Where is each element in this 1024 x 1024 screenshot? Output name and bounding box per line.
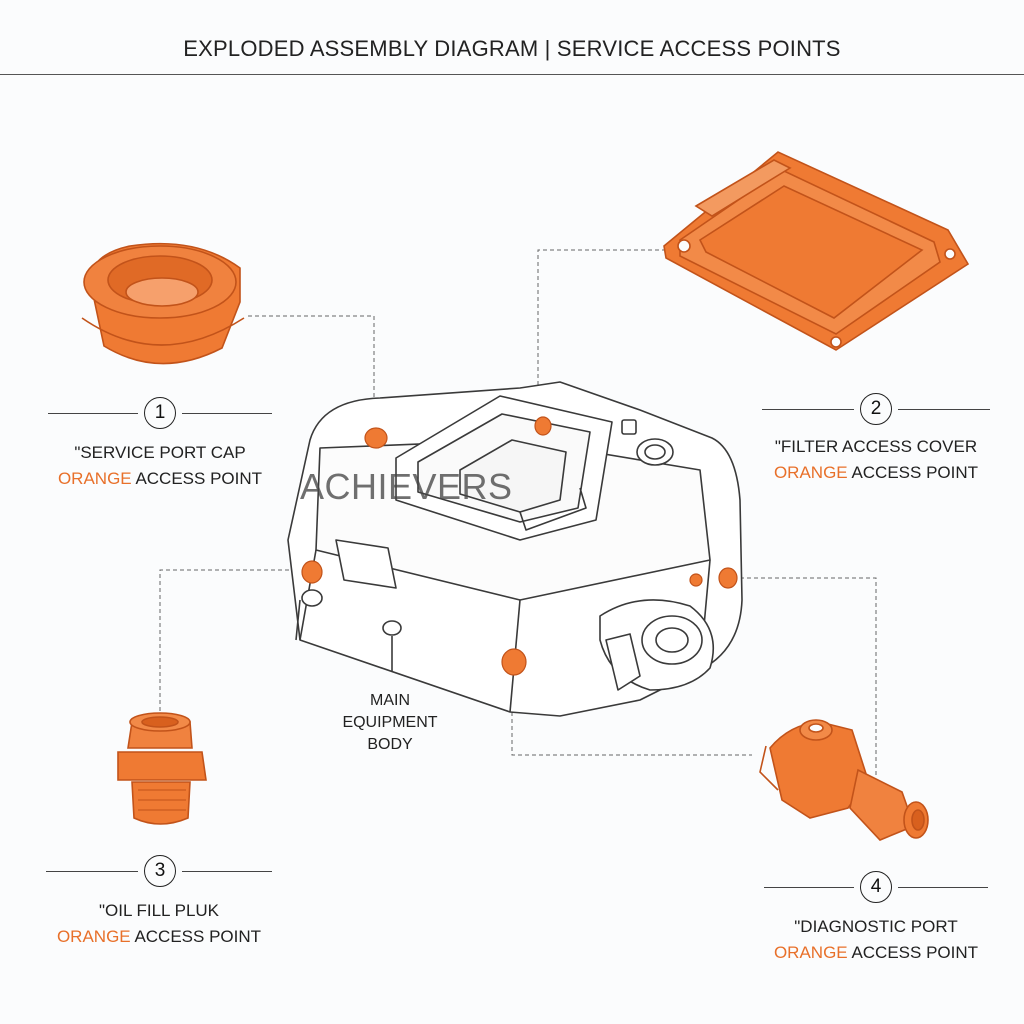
diagnostic-port	[759, 719, 929, 841]
diagram-title: EXPLODED ASSEMBLY DIAGRAM | SERVICE ACCE…	[183, 36, 841, 61]
callout-filter-access-cover: 2 "FILTER ACCESS COVER ORANGE ACCESS POI…	[762, 393, 990, 493]
callout-rule	[762, 409, 854, 410]
main-body-label-line-2: EQUIPMENT	[342, 714, 438, 731]
access-point-text: ACCESS POINT	[134, 927, 262, 946]
access-point-text: ACCESS POINT	[851, 943, 979, 962]
callout-rule	[182, 871, 272, 872]
port-marker-6	[689, 573, 703, 587]
port-marker-1	[364, 427, 388, 449]
port-marker-3	[301, 560, 323, 584]
callout-number-badge: 1	[144, 397, 176, 429]
accent-word: ORANGE	[773, 943, 848, 962]
leader-oil-fill-plug	[159, 569, 310, 715]
callout-access-label: ORANGE ACCESS POINT	[764, 943, 988, 963]
callout-access-label: ORANGE ACCESS POINT	[762, 463, 990, 483]
access-point-text: ACCESS POINT	[135, 469, 263, 488]
main-body-label-line-3: BODY	[367, 736, 413, 753]
access-point-text: ACCESS POINT	[851, 463, 979, 482]
callout-oil-fill-plug: 3 "OIL FILL PLUK ORANGE ACCESS POINT	[46, 855, 272, 955]
leader-lines	[159, 249, 877, 778]
accent-word: ORANGE	[57, 469, 132, 488]
callout-diagnostic-port: 4 "DIAGNOSTIC PORT ORANGE ACCESS POINT	[764, 871, 988, 971]
filter-access-cover	[663, 151, 970, 351]
callout-service-port-cap: 1 "SERVICE PORT CAP ORANGE ACCESS POINT	[48, 397, 272, 497]
callout-rule	[764, 887, 854, 888]
body-access-ports	[301, 416, 738, 676]
port-marker-2	[534, 416, 552, 436]
service-port-cap	[81, 242, 245, 365]
callout-rule	[48, 413, 138, 414]
port-marker-5	[718, 567, 738, 589]
callout-access-label: ORANGE ACCESS POINT	[48, 469, 272, 489]
port-marker-4	[501, 648, 527, 676]
accent-word: ORANGE	[56, 927, 131, 946]
callout-part-name: "OIL FILL PLUK	[98, 901, 220, 920]
callout-number-badge: 3	[144, 855, 176, 887]
callout-part-name: "DIAGNOSTIC PORT	[794, 917, 958, 936]
title-divider	[0, 74, 1024, 75]
leader-service-port-cap	[248, 315, 375, 430]
callout-rule	[182, 413, 272, 414]
callout-rule	[46, 871, 138, 872]
callout-part-name: "SERVICE PORT CAP	[74, 443, 246, 462]
callout-access-label: ORANGE ACCESS POINT	[46, 927, 272, 947]
callout-rule	[898, 409, 990, 410]
main-equipment-body	[287, 381, 743, 717]
callout-part-name: "FILTER ACCESS COVER	[774, 437, 978, 456]
main-body-label-line-1: MAIN	[370, 692, 410, 709]
main-body-label: MAIN EQUIPMENT BODY	[330, 690, 450, 756]
leader-diagnostic-port-a	[740, 577, 877, 778]
oil-fill-plug	[117, 712, 207, 825]
leader-filter-cover	[537, 249, 668, 420]
callout-number-badge: 2	[860, 393, 892, 425]
accent-word: ORANGE	[773, 463, 848, 482]
callout-number-badge: 4	[860, 871, 892, 903]
callout-rule	[898, 887, 988, 888]
watermark-text: ACHIEVERS	[300, 466, 513, 507]
